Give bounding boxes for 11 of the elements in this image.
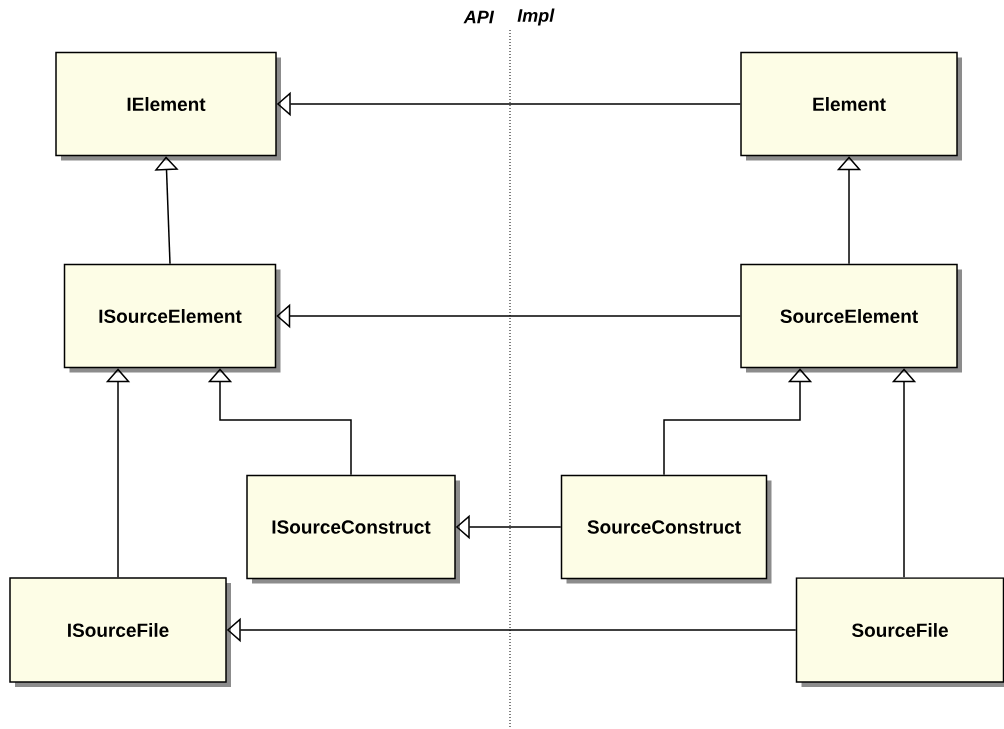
class-box: ISourceConstruct: [246, 474, 460, 584]
class-box: SourceFile: [795, 577, 1004, 687]
class-box: Element: [740, 51, 962, 161]
class-box: SourceElement: [740, 263, 962, 373]
class-box: SourceConstruct: [560, 474, 772, 584]
section-label: API: [463, 10, 495, 24]
inheritance-arrow: [207, 368, 352, 476]
section-label: Impl: [517, 8, 555, 26]
class-box: IElement: [55, 51, 281, 161]
class-box: ISourceFile: [9, 577, 231, 687]
class-box: ISourceElement: [63, 263, 281, 373]
